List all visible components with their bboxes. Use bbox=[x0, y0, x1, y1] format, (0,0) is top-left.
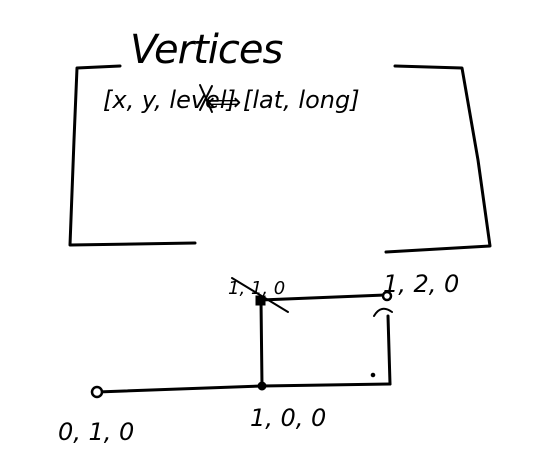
edge-bottom-right-to-top-right bbox=[386, 314, 392, 386]
stray-dot bbox=[370, 372, 376, 378]
node-top-left bbox=[255, 295, 266, 306]
label-top-right: 1, 2, 0 bbox=[383, 270, 459, 298]
graph-nodes bbox=[90, 290, 393, 399]
graph-edges bbox=[95, 277, 393, 394]
node-labels: 0, 1, 0 1, 0, 0 1, 1, 0 1, 2, 0 bbox=[58, 270, 459, 446]
left-bracket bbox=[68, 64, 197, 247]
right-bracket bbox=[384, 64, 492, 254]
node-top-right bbox=[381, 290, 393, 302]
hook-mark bbox=[373, 307, 393, 317]
label-origin: 0, 1, 0 bbox=[58, 418, 134, 446]
edge-bottom-middle-to-top-left bbox=[259, 298, 264, 388]
edge-bottom-middle-to-bottom-right bbox=[260, 382, 392, 388]
diagram-title: Vertices bbox=[130, 27, 282, 73]
mapping-left: [x, y, level] bbox=[103, 86, 236, 114]
node-bottom-middle bbox=[257, 381, 267, 391]
label-bottom-middle: 1, 0, 0 bbox=[250, 404, 326, 432]
label-strike bbox=[231, 277, 289, 313]
mapping-row: [x, y, level] ⟺ [lat, long] bbox=[103, 84, 360, 116]
mapping-right: [lat, long] bbox=[243, 86, 360, 114]
mapping-scribble bbox=[199, 84, 213, 113]
edge-top-left-to-top-right bbox=[259, 293, 387, 302]
node-origin bbox=[90, 385, 104, 399]
label-top-left: 1, 1, 0 bbox=[228, 278, 285, 299]
edge-origin-to-bottom-middle bbox=[95, 384, 264, 394]
